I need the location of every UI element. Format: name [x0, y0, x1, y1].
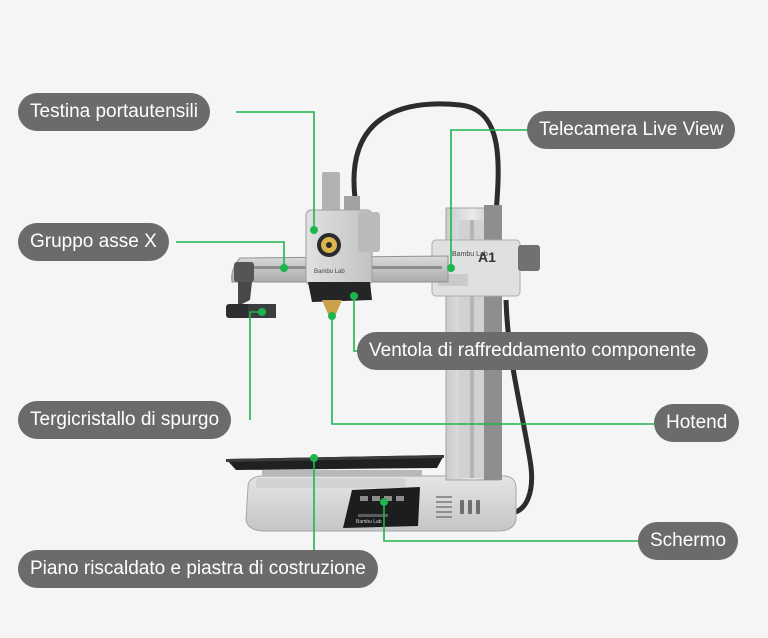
label-bed: Piano riscaldato e piastra di costruzion…: [18, 550, 378, 588]
leader-dots: [258, 226, 455, 506]
carriage-brand-text: Bambu Lab: [452, 251, 488, 258]
toolhead-brand-text: Bambu Lab: [314, 269, 345, 275]
dot-fan: [350, 292, 358, 300]
label-screen: Schermo: [638, 522, 739, 560]
label-hotend: Hotend: [654, 404, 740, 442]
dot-bed: [310, 454, 318, 462]
label-toolhead: Testina portautensili: [18, 93, 210, 131]
label-wiper: Tergicristallo di spurgo: [18, 401, 232, 439]
dot-screen: [380, 498, 388, 506]
leader-hotend: [331, 316, 654, 425]
label-camera: Telecamera Live View: [527, 111, 736, 149]
carriage-model-text: A1: [478, 249, 496, 265]
label-x-axis: Gruppo asse X: [18, 223, 169, 261]
dot-toolhead: [310, 226, 318, 234]
leader-screen: [383, 502, 638, 542]
heated-bed: [226, 455, 444, 476]
touch-screen: [343, 487, 420, 528]
leader-x-axis: [176, 241, 285, 268]
dot-camera: [447, 264, 455, 272]
dot-hotend: [328, 312, 336, 320]
leader-wiper: [249, 311, 262, 420]
leader-lines: [176, 111, 654, 552]
toolhead-body: [305, 172, 380, 314]
label-fan: Ventola di raffreddamento componente: [357, 332, 709, 370]
screen-brand-text: Bambu Lab: [356, 519, 382, 525]
bowden-tube: [351, 101, 501, 241]
dot-wiper: [258, 308, 266, 316]
leader-camera: [450, 129, 528, 268]
leader-toolhead: [236, 111, 315, 230]
dot-x-axis: [280, 264, 288, 272]
